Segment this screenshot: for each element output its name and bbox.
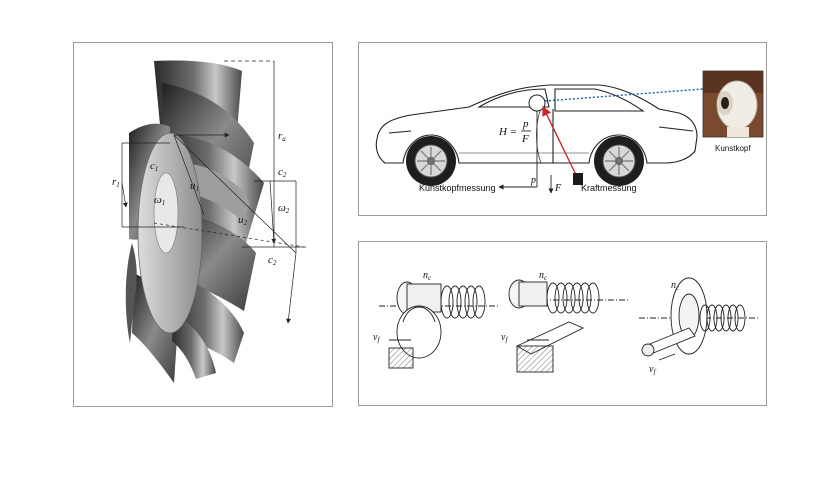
label-nc-1: nc (423, 270, 432, 282)
label-vf-1: vf (373, 332, 380, 344)
label-nc-3: nc (671, 280, 680, 292)
impeller-hub (137, 132, 203, 334)
rear-wheel (594, 136, 644, 186)
label-kraftmessung: Kraftmessung (581, 183, 637, 193)
car-measurement-panel: H = p F p F Kunstkopfmessung Kraftmessun… (358, 42, 767, 216)
velocity-construction (121, 60, 306, 324)
label-u-2: u2 (238, 214, 248, 227)
fan-diagram-panel: ra r1 c1 u1 ω1 c2 ω2 u2 c2 (73, 42, 333, 407)
svg-text:F: F (521, 133, 529, 145)
label-c-2-top: c2 (278, 166, 287, 179)
transfer-function-formula: H = p F (498, 118, 531, 145)
front-wheel (406, 136, 456, 186)
label-u-1: u1 (190, 180, 199, 193)
label-r-1: r1 (112, 176, 120, 189)
hobbing-diagram: nc vf nc vf (373, 270, 759, 376)
label-p: p (530, 175, 536, 186)
label-c-2-bottom: c2 (268, 254, 277, 267)
car-measurement-diagram: H = p F p F Kunstkopfmessung Kraftmessun… (375, 70, 764, 194)
label-r-a: ra (278, 130, 286, 143)
hob-figure-2 (508, 279, 629, 373)
hobbing-diagram-panel: nc vf nc vf (358, 241, 767, 406)
hob-figure-3 (639, 277, 759, 361)
svg-text:H =: H = (498, 126, 517, 138)
shaker-device (573, 173, 583, 185)
fan-diagram: ra r1 c1 u1 ω1 c2 ω2 u2 c2 (112, 60, 306, 383)
sight-line (544, 88, 704, 102)
svg-text:p: p (522, 118, 529, 130)
label-vf-2: vf (501, 332, 508, 344)
car-outline (375, 84, 698, 164)
label-kunstkopfmessung: Kunstkopfmessung (419, 183, 496, 193)
kunstkopf-photo (702, 70, 764, 138)
label-vf-3: vf (649, 364, 656, 376)
label-kunstkopf: Kunstkopf (715, 144, 751, 153)
hob-figure-1 (379, 281, 499, 369)
label-omega-2: ω2 (278, 202, 290, 215)
force-path-arrow (542, 105, 580, 182)
label-nc-2: nc (539, 270, 548, 282)
label-c-1: c1 (150, 160, 158, 173)
label-F: F (554, 183, 562, 194)
head-position-marker (528, 94, 546, 112)
label-omega-1: ω1 (154, 194, 165, 207)
